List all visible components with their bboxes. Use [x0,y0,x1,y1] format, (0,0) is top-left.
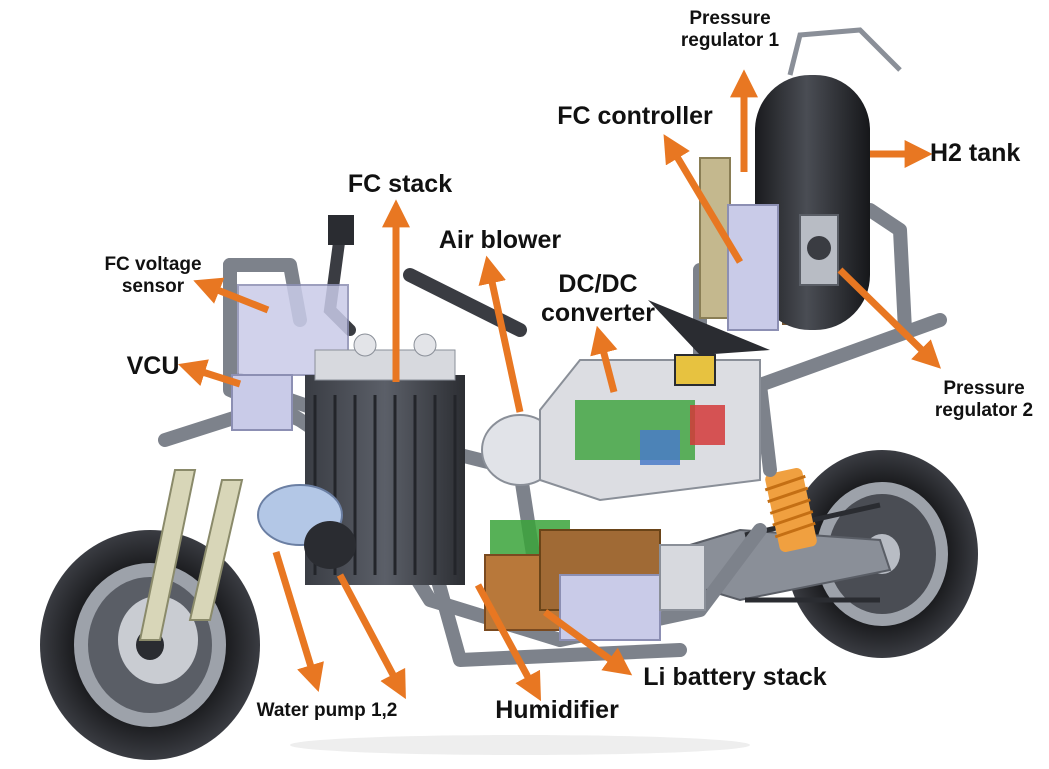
leader-arrows [177,69,942,702]
arrow-dc-dc-converter [590,325,618,393]
arrow-fc-controller [663,134,744,264]
arrow-humidifier [474,583,542,702]
front-wheel [40,530,260,760]
label-pressure-regulator-2: Pressure regulator 2 [934,378,1034,421]
motorcycle-illustration [40,27,978,760]
label-vcu: VCU [126,352,180,380]
left-mirror [328,215,354,245]
arrow-air-blower [478,255,524,413]
front-fork-right [188,479,244,621]
label-humidifier: Humidifier [495,696,619,724]
h2-tank-assembly [699,27,902,331]
label-fc-stack: FC stack [347,170,453,198]
label-pressure-regulator-1: Pressure regulator 1 [680,8,780,51]
battery-humidifier-block [484,520,706,641]
dc-dc-converter-body [539,300,770,502]
fc-voltage-sensor-box [237,284,349,376]
vcu-box [231,374,293,431]
arrow-vcu [177,359,242,388]
arrow-water-pump-1 [272,550,324,693]
arrow-water-pump-2 [336,573,406,700]
label-water-pump: Water pump 1,2 [256,700,398,721]
label-dc-dc-converter: DC/DC converter [541,270,655,327]
arrow-pressure-regulator-2 [837,267,942,369]
label-h2-tank: H2 tank [930,139,1021,167]
ground-shadow [290,735,750,755]
rear-shock [764,468,817,552]
front-fork [138,469,197,641]
arrow-li-battery-stack [542,609,633,676]
water-pumps [257,484,356,569]
label-li-battery-stack: Li battery stack [643,663,827,691]
label-fc-controller: FC controller [557,102,713,130]
label-air-blower: Air blower [438,226,562,254]
arrow-fc-voltage-sensor [193,277,270,314]
label-fc-voltage-sensor: FC voltage sensor [104,254,202,297]
